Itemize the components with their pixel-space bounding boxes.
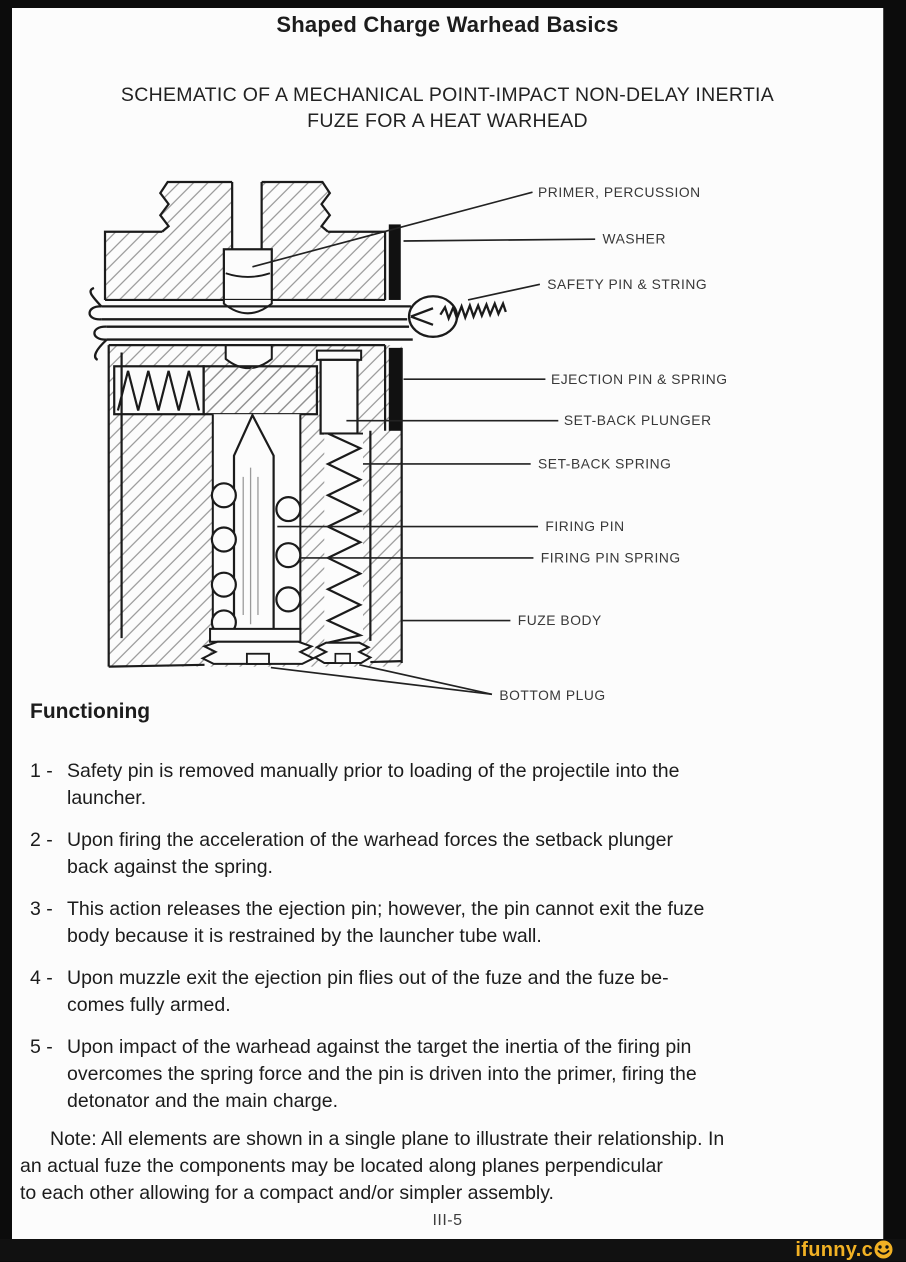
list-item: 3 - This action releases the ejection pi… (30, 896, 878, 950)
washer-part (388, 224, 401, 300)
functioning-list: 1 - Safety pin is removed manually prior… (30, 758, 878, 1130)
label-safety-pin-string: SAFETY PIN & STRING (547, 276, 707, 292)
label-ejection-pin-spring: EJECTION PIN & SPRING (551, 371, 728, 387)
fuze-schematic-diagram: PRIMER, PERCUSSION WASHER SAFETY PIN & S… (88, 180, 728, 703)
list-item-text: Safety pin is removed manually prior to … (67, 760, 680, 809)
list-item: 1 - Safety pin is removed manually prior… (30, 758, 878, 812)
list-item-number: 5 - (30, 1036, 53, 1058)
leader-lines (252, 191, 596, 696)
page-title: Shaped Charge Warhead Basics (276, 12, 619, 37)
document-page: Shaped Charge Warhead Basics SCHEMATIC O… (12, 8, 884, 1239)
list-item: 5 - Upon impact of the warhead against t… (30, 1034, 878, 1115)
list-item-number: 3 - (30, 898, 53, 920)
list-item-text: This action releases the ejection pin; h… (67, 898, 705, 947)
label-fuze-body: FUZE BODY (518, 612, 602, 628)
label-set-back-spring: SET-BACK SPRING (538, 456, 671, 472)
ifunny-watermark: ifunny.c (795, 1239, 893, 1261)
label-bottom-plug: BOTTOM PLUG (499, 687, 605, 703)
bottom-bar (0, 1239, 906, 1261)
list-item-number: 1 - (30, 760, 53, 782)
schematic-subtitle: SCHEMATIC OF A MECHANICAL POINT-IMPACT N… (120, 84, 775, 132)
smiley-face-icon (874, 1240, 893, 1258)
list-item: 4 - Upon muzzle exit the ejection pin fl… (30, 965, 878, 1019)
label-set-back-plunger: SET-BACK PLUNGER (564, 412, 712, 428)
list-item-number: 4 - (30, 967, 53, 989)
upper-body-section (103, 180, 387, 315)
safety-pin-part (88, 286, 507, 361)
list-item-number: 2 - (30, 829, 53, 851)
label-firing-pin: FIRING PIN (545, 518, 624, 534)
note-paragraph: Note: All elements are shown in a single… (20, 1128, 725, 1204)
list-item-text: Upon muzzle exit the ejection pin flies … (67, 967, 669, 1016)
fuze-body-part (107, 343, 403, 668)
watermark-text: ifunny.c (795, 1238, 873, 1261)
list-item-text: Upon firing the acceleration of the warh… (67, 829, 673, 878)
functioning-heading: Functioning (30, 700, 151, 723)
list-item: 2 - Upon firing the acceleration of the … (30, 827, 878, 881)
label-primer-percussion: PRIMER, PERCUSSION (538, 184, 701, 200)
label-washer: WASHER (603, 231, 666, 247)
label-firing-pin-spring: FIRING PIN SPRING (541, 550, 681, 566)
list-item-text: Upon impact of the warhead against the t… (67, 1036, 697, 1112)
page-number: III-5 (432, 1212, 463, 1229)
